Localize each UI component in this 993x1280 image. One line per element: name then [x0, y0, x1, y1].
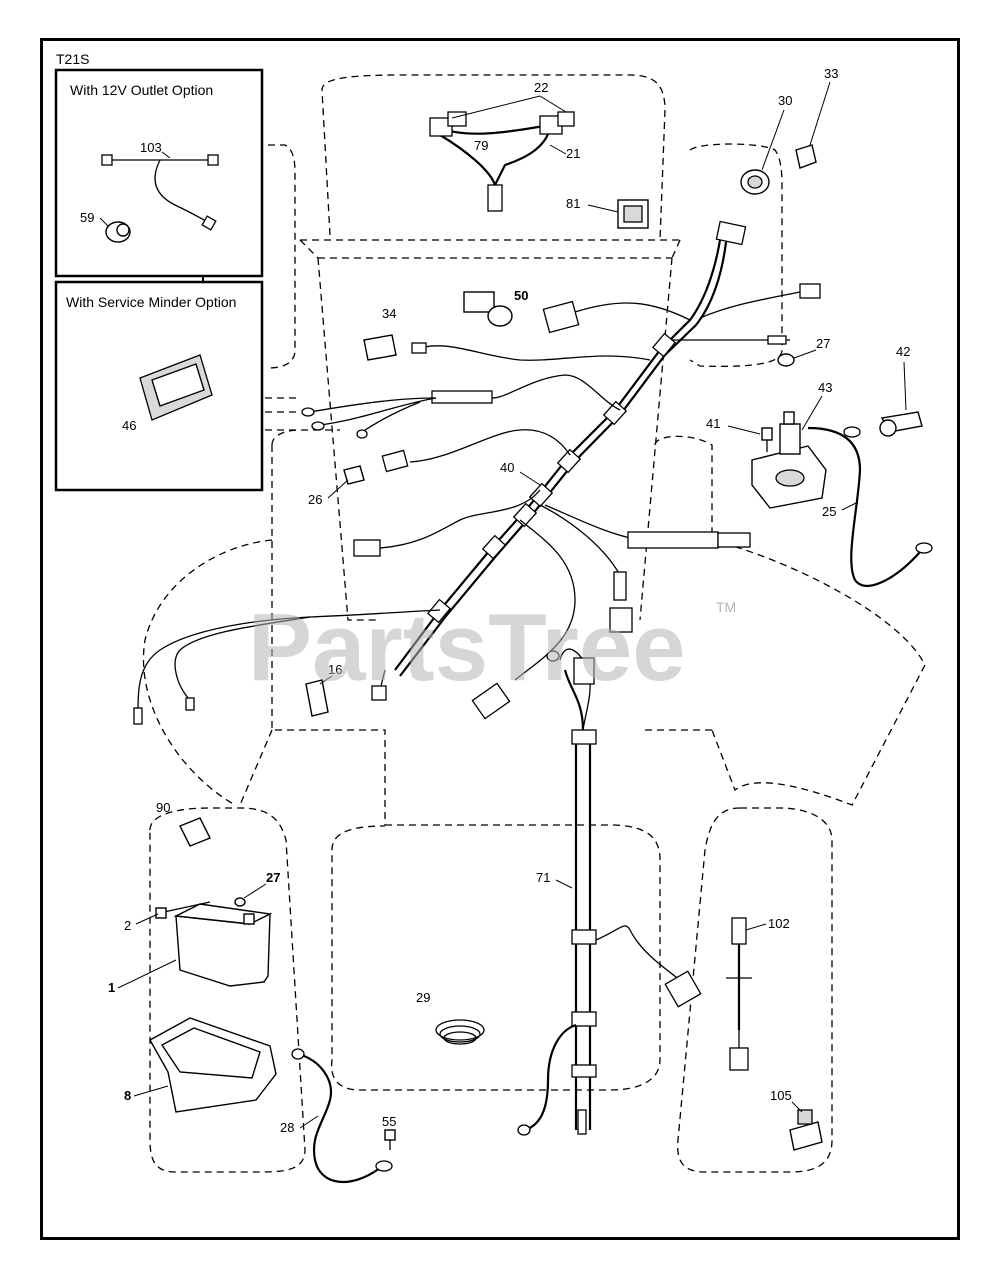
- rear-harness-71: 71: [517, 648, 702, 1136]
- battery-tray-8: 8: [124, 1017, 277, 1113]
- switch-34: 34: [363, 306, 397, 361]
- bolt-41: 41: [706, 416, 773, 452]
- callout-1: 1: [108, 980, 115, 995]
- inset-12v-outlet-box: [54, 68, 264, 278]
- callout-29: 29: [416, 990, 430, 1005]
- callout-33: 33: [824, 66, 838, 81]
- starter-solenoid-43: 43: [751, 380, 832, 509]
- callout-34: 34: [382, 306, 396, 321]
- relay-81: 81: [566, 196, 649, 229]
- callout-16: 16: [328, 662, 342, 677]
- outlet-harness-103: 103: [101, 140, 219, 231]
- callout-50: 50: [514, 288, 528, 303]
- diagram-code: T21S: [56, 51, 89, 67]
- clip-26: 26: [308, 465, 365, 507]
- harness-102: 102: [726, 916, 790, 1071]
- callout-79: 79: [474, 138, 488, 153]
- outlet-socket-59: 59: [80, 210, 131, 243]
- part-29: 29: [416, 990, 485, 1045]
- callout-30: 30: [778, 93, 792, 108]
- callout-103: 103: [140, 140, 162, 155]
- service-minder-46: 46: [122, 354, 213, 433]
- diagram-frame: [40, 38, 960, 1240]
- callout-27b: 27: [266, 870, 280, 885]
- bolt-55: 55: [382, 1114, 396, 1150]
- cable-25: 25: [807, 426, 933, 587]
- callout-46: 46: [122, 418, 136, 433]
- callout-90: 90: [156, 800, 170, 815]
- inset-service-minder-title: With Service Minder Option: [66, 294, 236, 310]
- part-90: 90: [156, 800, 211, 847]
- callout-41: 41: [706, 416, 720, 431]
- switch-50: 50: [463, 288, 528, 327]
- nut-27: 27: [777, 336, 830, 367]
- callout-40: 40: [500, 460, 514, 475]
- callout-81: 81: [566, 196, 580, 211]
- part-105: 105: [770, 1088, 823, 1151]
- inset-12v-outlet-title: With 12V Outlet Option: [70, 82, 213, 98]
- ignition-switch-30: 30: [740, 93, 792, 195]
- callout-43: 43: [818, 380, 832, 395]
- key-33: 33: [795, 66, 838, 169]
- callout-2: 2: [124, 918, 131, 933]
- headlight-harness: 22 79 21: [429, 80, 580, 212]
- battery-1: 1: [108, 903, 273, 995]
- callout-26: 26: [308, 492, 322, 507]
- callout-59: 59: [80, 210, 94, 225]
- callout-55: 55: [382, 1114, 396, 1129]
- callout-8: 8: [124, 1088, 131, 1103]
- callout-27a: 27: [816, 336, 830, 351]
- callout-71: 71: [536, 870, 550, 885]
- watermark: PartsTree: [248, 594, 686, 701]
- main-harness-40: 40: [133, 220, 821, 725]
- bolt-2: 2: [124, 901, 211, 933]
- nut-27-battery: 27: [234, 870, 280, 907]
- callout-105: 105: [770, 1088, 792, 1103]
- switch-16: 16: [305, 662, 342, 717]
- callout-22: 22: [534, 80, 548, 95]
- tractor-outline: [142, 74, 926, 1173]
- callout-25: 25: [822, 504, 836, 519]
- callout-102: 102: [768, 916, 790, 931]
- boot-42: 42: [879, 344, 923, 437]
- battery-cable-28: 28: [280, 1048, 393, 1183]
- callout-42: 42: [896, 344, 910, 359]
- callout-21: 21: [566, 146, 580, 161]
- watermark-tm: TM: [716, 599, 736, 615]
- callout-28: 28: [280, 1120, 294, 1135]
